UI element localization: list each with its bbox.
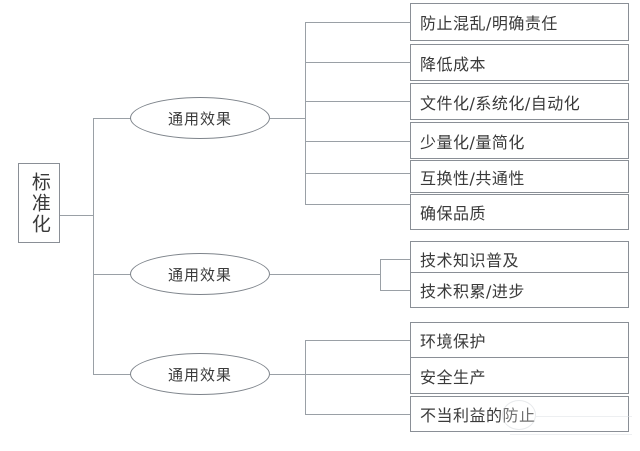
branch-line-2 (93, 274, 137, 275)
group-1-leaf-line-6 (305, 204, 411, 205)
leaf-box: 互换性/共通性 (410, 160, 629, 193)
group-2-leaf-line-2 (380, 290, 411, 291)
group-3-leaf-line-3 (305, 414, 411, 415)
leaf-box-label: 互换性/共通性 (420, 168, 525, 188)
leaf-box: 少量化/量简化 (410, 122, 629, 159)
leaf-box: 确保品质 (410, 194, 629, 230)
leaf-box: 技术知识普及 (410, 241, 629, 277)
leaf-box-label: 环境保护 (420, 332, 487, 351)
branch-node-1: 通用效果 (130, 97, 270, 139)
root-node-standardization: 标准化 (18, 163, 60, 243)
group-1-spine-line (305, 22, 306, 204)
leaf-box-label: 文件化/系统化/自动化 (420, 93, 581, 113)
group-2-spine-line (380, 259, 381, 290)
leaf-box-label: 技术积累/进步 (420, 282, 525, 301)
leaf-box-label: 技术知识普及 (420, 251, 520, 270)
group-1-leaf-line-2 (305, 62, 411, 63)
root-node-label: 标准化 (28, 171, 51, 235)
leaf-box: 安全生产 (410, 357, 629, 394)
leaf-box: 文件化/系统化/自动化 (410, 83, 629, 120)
branch-node-3-label: 通用效果 (167, 365, 232, 384)
leaf-box: 环境保护 (410, 322, 629, 358)
leaf-box-label: 不当利益的防止 (420, 406, 536, 425)
branch-node-1-label: 通用效果 (167, 109, 232, 128)
branch-node-3: 通用效果 (130, 353, 270, 395)
group-3-leaf-line-2 (305, 374, 411, 375)
group-3-entry-line (270, 374, 306, 375)
leaf-box: 防止混乱/明确责任 (410, 3, 629, 41)
group-3-spine-line (305, 340, 306, 414)
group-3-leaf-line-1 (305, 340, 411, 341)
group-1-leaf-line-1 (305, 22, 411, 23)
group-1-leaf-line-3 (305, 101, 411, 102)
leaf-box: 降低成本 (410, 44, 629, 81)
leaf-box-label: 防止混乱/明确责任 (420, 14, 558, 33)
branch-node-2-label: 通用效果 (167, 265, 232, 284)
branch-line-1 (93, 118, 137, 119)
branch-node-2: 通用效果 (130, 253, 270, 295)
trunk-stub-line (60, 215, 93, 216)
group-2-entry-line (270, 274, 381, 275)
leaf-box-label: 少量化/量简化 (420, 132, 525, 152)
leaf-box-label: 降低成本 (420, 54, 487, 74)
leaf-box: 不当利益的防止 (410, 396, 629, 432)
leaf-box: 技术积累/进步 (410, 272, 629, 308)
group-1-entry-line (270, 118, 306, 119)
branch-line-3 (93, 374, 137, 375)
group-1-leaf-line-4 (305, 141, 411, 142)
leaf-box-label: 安全生产 (420, 367, 487, 387)
trunk-spine-line (93, 118, 94, 374)
watermark-bar (510, 434, 632, 435)
group-1-leaf-line-5 (305, 173, 411, 174)
leaf-box-label: 确保品质 (420, 204, 487, 223)
group-2-leaf-line-1 (380, 259, 411, 260)
